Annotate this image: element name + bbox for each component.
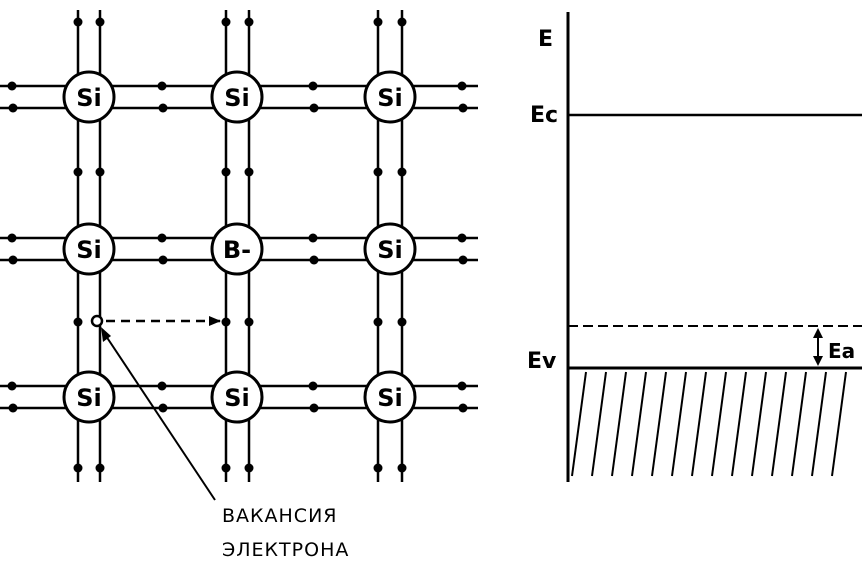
acceptor-gap-label: Ea [828, 339, 855, 363]
atom-label: Si [76, 236, 102, 264]
atom-r1-c2: Si [210, 70, 264, 124]
electron-dot [458, 403, 468, 413]
atom-label: Si [76, 84, 102, 112]
electron-dot [221, 317, 231, 327]
hatch-line [751, 371, 767, 477]
atom-r2-c1: Si [62, 222, 116, 276]
vacancy-hole [90, 314, 104, 328]
atom-r3-c2: Si [210, 370, 264, 424]
lattice-atoms: Si Si Si Si B- Si Si Si [62, 70, 417, 424]
atom-label: Si [377, 84, 403, 112]
electron-dot [73, 17, 83, 27]
electron-dot [157, 381, 167, 391]
electron-dot [158, 103, 168, 113]
hatch-line [651, 371, 667, 477]
electron-dot [397, 17, 407, 27]
hatch-line [591, 371, 607, 477]
band-diagram: E Ec Ev Ea [527, 12, 862, 482]
electron-dot [457, 233, 467, 243]
electron-dot [244, 17, 254, 27]
electron-dot [95, 463, 105, 473]
hatch-line [731, 371, 747, 477]
hatch-line [811, 371, 827, 477]
electron-dot [158, 255, 168, 265]
energy-axis-label: E [538, 27, 553, 52]
electron-vacancy: ВАКАНСИЯ ЭЛЕКТРОНА [90, 314, 349, 561]
atom-label: Si [224, 384, 250, 412]
electron-dot [73, 167, 83, 177]
electron-dot [373, 463, 383, 473]
vacancy-pointer-line [103, 332, 216, 501]
vacancy-pointer-arrowhead [101, 327, 111, 342]
electron-dot [221, 167, 231, 177]
electron-dot [8, 403, 18, 413]
electron-dot [158, 403, 168, 413]
atom-r1-c1: Si [62, 70, 116, 124]
atom-r2-c2-boron: B- [210, 222, 264, 276]
electron-dot [244, 317, 254, 327]
atom-label: Si [224, 84, 250, 112]
electron-dot [221, 17, 231, 27]
electron-dot [308, 233, 318, 243]
electron-dot [8, 103, 18, 113]
atom-label: Si [377, 384, 403, 412]
electron-dot [7, 233, 17, 243]
atom-r3-c3: Si [363, 370, 417, 424]
electron-dot [308, 81, 318, 91]
hatch-line [831, 371, 847, 477]
valence-band-hatching [571, 371, 847, 477]
electron-dot [458, 255, 468, 265]
hatch-line [771, 371, 787, 477]
hatch-line [671, 371, 687, 477]
valence-band-label: Ev [527, 349, 557, 374]
electron-dot [244, 463, 254, 473]
electron-dot [457, 81, 467, 91]
vacancy-caption-line-1: ВАКАНСИЯ [222, 505, 338, 527]
acceptor-gap-arrow-down [813, 356, 823, 366]
conduction-band-label: Ec [530, 103, 558, 128]
electron-dot [8, 255, 18, 265]
electron-dot [221, 463, 231, 473]
electron-dot [397, 463, 407, 473]
electron-dot [457, 381, 467, 391]
atom-label: Si [377, 236, 403, 264]
electron-dot [73, 463, 83, 473]
bond-electrons [7, 17, 468, 473]
atom-label: Si [76, 384, 102, 412]
hatch-line [791, 371, 807, 477]
electron-dot [309, 255, 319, 265]
hatch-line [691, 371, 707, 477]
electron-dot [309, 103, 319, 113]
electron-dot [7, 381, 17, 391]
atom-label: B- [223, 236, 251, 264]
electron-dot [373, 317, 383, 327]
electron-dot [157, 233, 167, 243]
electron-dot [95, 167, 105, 177]
electron-dot [157, 81, 167, 91]
electron-dot [458, 103, 468, 113]
atom-r1-c3: Si [363, 70, 417, 124]
electron-dot [309, 403, 319, 413]
electron-dot [244, 167, 254, 177]
acceptor-gap-arrow-up [813, 328, 823, 338]
atom-r3-c1: Si [62, 370, 116, 424]
atom-r2-c3: Si [363, 222, 417, 276]
electron-dot [397, 167, 407, 177]
hatch-line [711, 371, 727, 477]
electron-dot [308, 381, 318, 391]
hatch-line [571, 371, 587, 477]
electron-dot [7, 81, 17, 91]
vacancy-caption-line-2: ЭЛЕКТРОНА [222, 539, 349, 561]
electron-dot [373, 17, 383, 27]
electron-dot [73, 317, 83, 327]
electron-dot [95, 17, 105, 27]
hatch-line [611, 371, 627, 477]
electron-dot [373, 167, 383, 177]
hatch-line [631, 371, 647, 477]
electron-dot [397, 317, 407, 327]
